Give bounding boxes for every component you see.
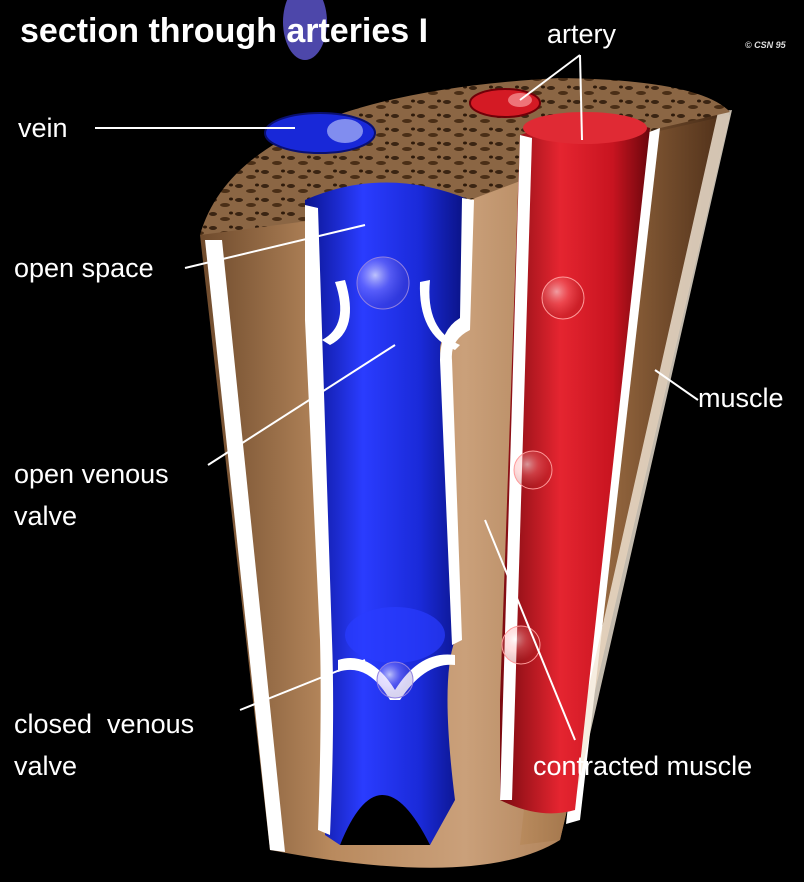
label-artery: artery	[547, 18, 616, 50]
label-muscle: muscle	[698, 382, 784, 414]
label-closed-venous-valve-2: valve	[14, 750, 77, 782]
label-open-space: open space	[14, 252, 154, 284]
label-contracted-muscle: contracted muscle	[533, 750, 752, 782]
blood-cell	[357, 257, 409, 309]
blood-cell	[502, 626, 540, 664]
blood-cell	[377, 662, 413, 698]
blood-cell	[542, 277, 584, 319]
label-open-venous-valve-2: valve	[14, 500, 77, 532]
label-open-venous-valve-1: open venous	[14, 458, 169, 490]
diagram-title: section through arteries I	[20, 12, 428, 51]
label-closed-venous-valve-1: closed venous	[14, 708, 194, 740]
copyright-mark: © CSN 95	[745, 40, 786, 50]
blood-cell	[514, 451, 552, 489]
label-vein: vein	[18, 112, 68, 144]
